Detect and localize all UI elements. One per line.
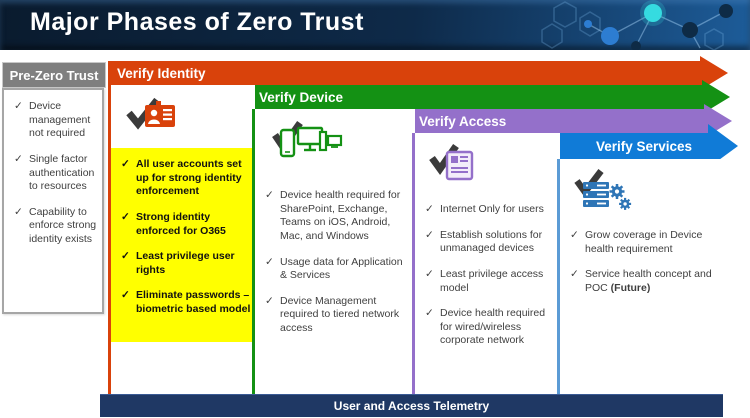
check-list-item: Device management not required <box>12 100 98 141</box>
identity-highlight-box: All user accounts set up for strong iden… <box>111 148 255 342</box>
services-gears-icon <box>560 159 726 219</box>
page-title: Major Phases of Zero Trust <box>30 8 364 36</box>
verify-identity-list: All user accounts set up for strong iden… <box>111 148 255 317</box>
phase-label: Verify Access <box>419 113 507 129</box>
check-list-item: Device Management required to tiered net… <box>263 295 411 336</box>
verify-device-panel: Device health required for SharePoint, E… <box>252 109 415 394</box>
verify-services-list: Grow coverage in Device health requireme… <box>560 219 726 296</box>
telemetry-bar: User and Access Telemetry <box>100 394 723 417</box>
check-list-item: Strong identity enforced for O365 <box>119 211 251 238</box>
identity-badge-icon <box>111 85 255 145</box>
check-list-item: Service health concept and POC (Future) <box>568 268 722 295</box>
check-list-item: Internet Only for users <box>423 203 556 217</box>
pre-zero-trust-list: Device management not requiredSingle fac… <box>4 90 102 247</box>
verify-device-list: Device health required for SharePoint, E… <box>255 179 415 336</box>
check-list-item: Eliminate passwords – biometric based mo… <box>119 289 251 316</box>
check-list-item: Establish solutions for unmanaged device… <box>423 229 556 256</box>
check-list-item: Device health required for SharePoint, E… <box>263 189 411 244</box>
phase-arrow-verify-identity: Verify Identity <box>108 56 728 90</box>
phase-arrow-verify-device: Verify Device <box>250 80 730 114</box>
title-bar: Major Phases of Zero Trust <box>0 0 750 50</box>
check-list-item: Least privilege access model <box>423 268 556 295</box>
check-list-item: Usage data for Application & Services <box>263 256 411 283</box>
check-list-item: Grow coverage in Device health requireme… <box>568 229 722 256</box>
check-list-item: Least privilege user rights <box>119 250 251 277</box>
devices-icon <box>255 109 415 179</box>
verify-access-panel: Internet Only for usersEstablish solutio… <box>412 133 560 394</box>
phase-label: Verify Device <box>259 89 344 105</box>
verify-identity-panel: All user accounts set up for strong iden… <box>108 85 255 394</box>
pre-zero-trust-header: Pre-Zero Trust <box>2 62 106 88</box>
pre-zero-trust-panel: Device management not requiredSingle fac… <box>2 88 104 314</box>
phase-label: Verify Services <box>595 138 693 154</box>
phase-arrow-verify-services: Verify Services <box>556 124 738 168</box>
check-list-item: All user accounts set up for strong iden… <box>119 158 251 199</box>
check-list-item: Single factor authentication to resource… <box>12 153 98 194</box>
check-list-item: Capability to enforce strong identity ex… <box>12 206 98 247</box>
phase-arrow-verify-access: Verify Access <box>410 104 732 138</box>
network-nodes-decoration <box>541 0 733 50</box>
phase-label: Verify Identity <box>117 65 206 81</box>
verify-access-list: Internet Only for usersEstablish solutio… <box>415 193 560 348</box>
access-document-icon <box>415 133 560 193</box>
check-list-item: Device health required for wired/wireles… <box>423 307 556 348</box>
verify-services-panel: Grow coverage in Device health requireme… <box>557 159 726 394</box>
